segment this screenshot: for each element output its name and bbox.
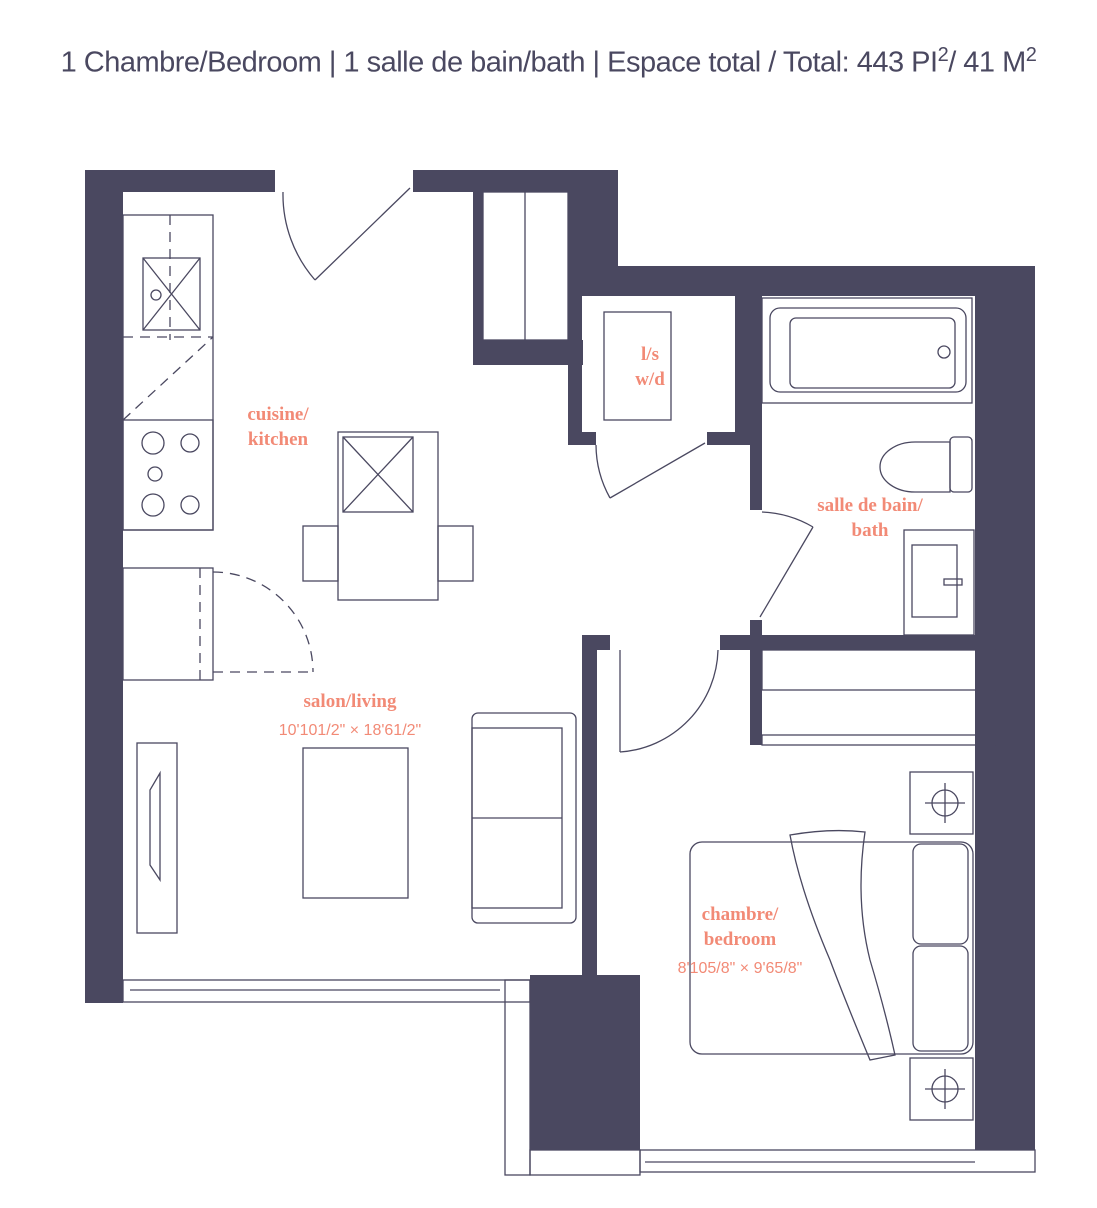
room-labels: cuisine/ kitchen l/s w/d salle de bain/ … [247, 344, 923, 977]
bedroom-label: chambre/ [702, 904, 779, 925]
laundry-label: l/s [641, 344, 659, 365]
walls [85, 170, 1035, 1150]
closet [482, 191, 569, 341]
bedroom-furniture [619, 649, 996, 1121]
plan-title: 1 Chambre/Bedroom | 1 salle de bain/bath… [60, 44, 1037, 79]
living-dimensions: 10'101/2" × 18'61/2" [279, 722, 421, 739]
kitchen-counter [122, 214, 314, 681]
bedroom-label-en: bedroom [704, 929, 777, 950]
kitchen-label-en: kitchen [248, 429, 309, 450]
windows [122, 979, 1036, 1176]
laundry [595, 311, 706, 499]
living-furniture [136, 712, 577, 934]
bath-label: salle de bain/ [817, 495, 923, 516]
entry-door[interactable] [282, 187, 411, 281]
kitchen-label: cuisine/ [247, 404, 309, 425]
laundry-label-en: w/d [635, 369, 665, 390]
living-label: salon/living [304, 691, 397, 712]
bedroom-dimensions: 8'105/8" × 9'65/8" [678, 960, 803, 977]
bath-label-en: bath [852, 520, 889, 541]
bathroom [759, 297, 975, 636]
dining-table [302, 431, 474, 601]
